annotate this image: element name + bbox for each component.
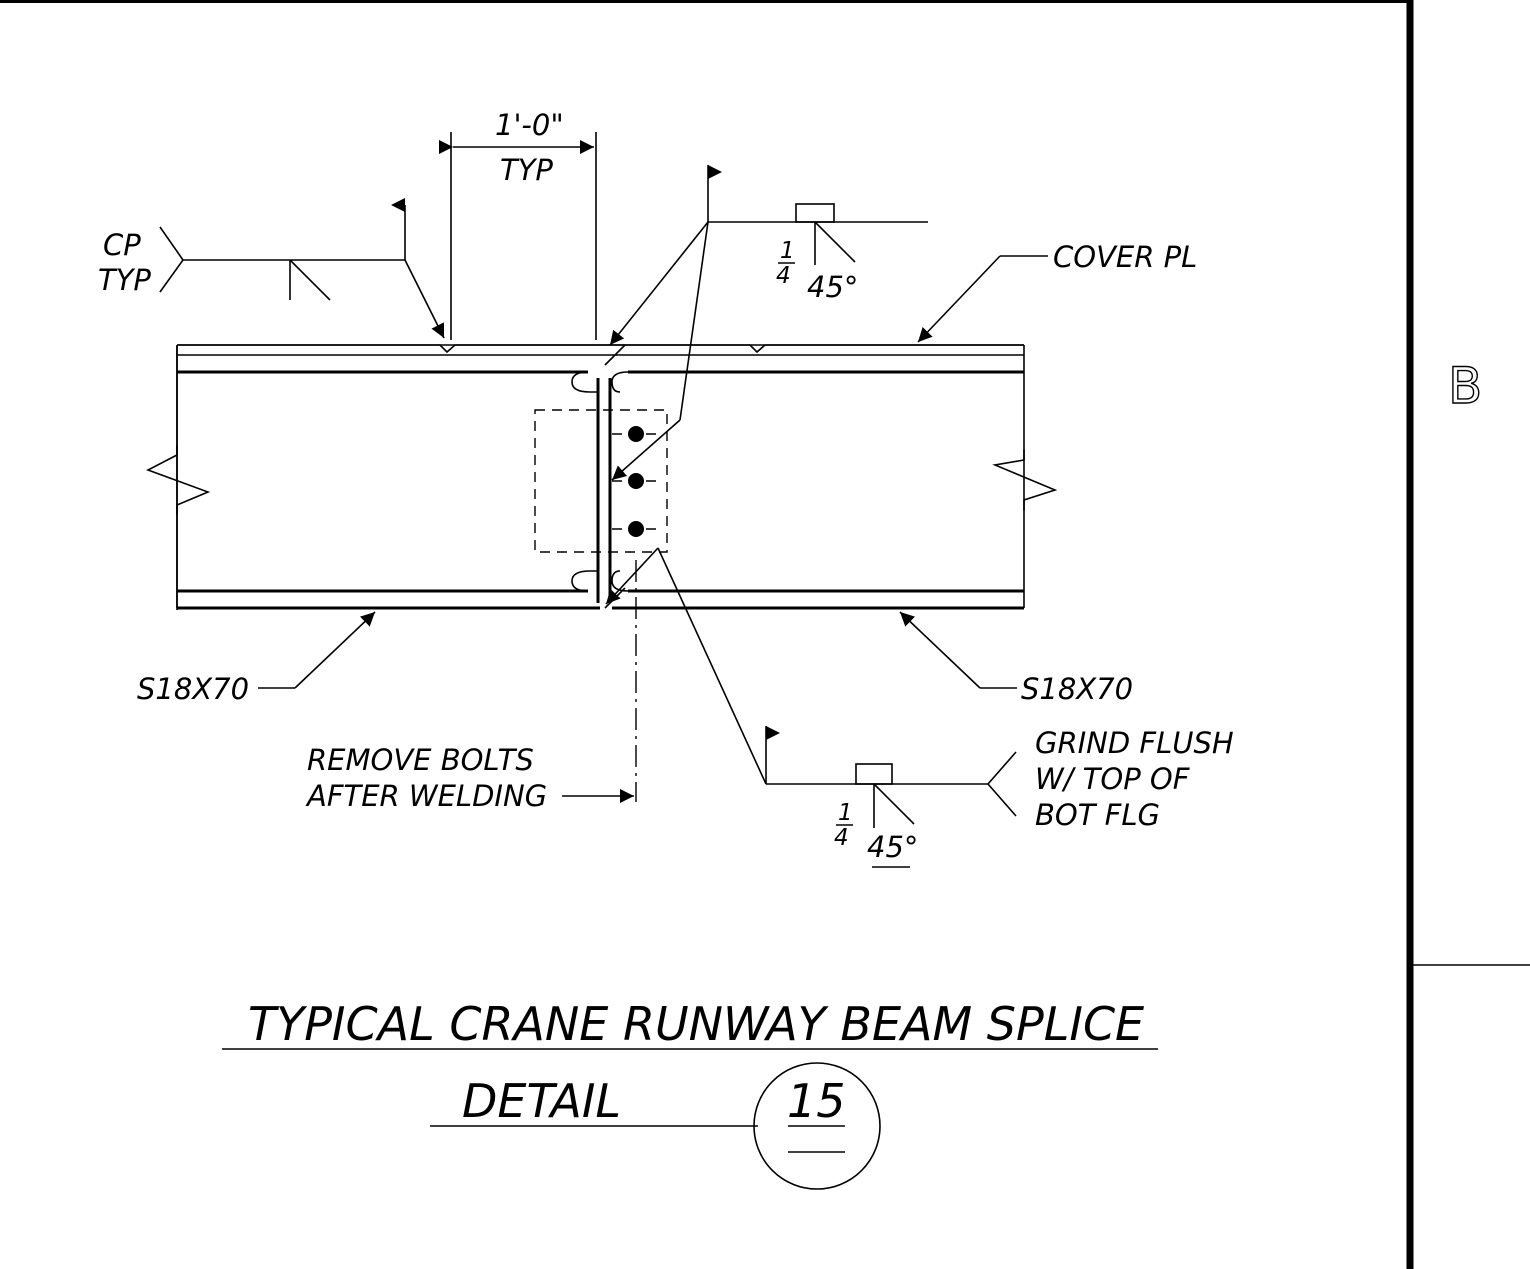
dimension-length-label: 1'-0" — [495, 108, 564, 142]
bolt — [628, 473, 644, 489]
grind-line3: BOT FLG — [1035, 798, 1160, 832]
remove-bolts-line2: AFTER WELDING — [305, 779, 547, 813]
weld-angle-top: 45° — [807, 270, 858, 304]
cp-label: CP — [103, 228, 141, 262]
cp-typ-label: TYP — [98, 263, 151, 297]
beam-callout-left: S18X70 — [137, 611, 376, 706]
cover-plate — [177, 344, 1024, 354]
grind-line1: GRIND FLUSH — [1035, 726, 1234, 760]
weld-angle-bottom: 45° — [867, 830, 918, 864]
dimension-typ: 1'-0" TYP — [439, 108, 597, 340]
remove-bolts-callout: REMOVE BOLTS AFTER WELDING — [305, 743, 634, 813]
detail-number: 15 — [787, 1074, 846, 1128]
title-line2: DETAIL — [462, 1074, 621, 1128]
beam-callout-right: S18X70 — [899, 611, 1133, 706]
cover-plate-label: COVER PL — [1053, 240, 1197, 274]
dimension-typ-label: TYP — [500, 153, 553, 187]
weld-size-bot-num: 1 — [838, 800, 853, 826]
weld-size-top-num: 1 — [780, 238, 795, 264]
beam-right — [604, 344, 1058, 610]
beam-left — [146, 344, 612, 610]
title-line1: TYPICAL CRANE RUNWAY BEAM SPLICE — [248, 997, 1144, 1051]
bolt — [628, 521, 644, 537]
weld-symbol-bottom: 1 4 45° GRIND FLUSH W/ TOP OF BOT FLG — [605, 547, 1234, 868]
weld-symbol-top: 1 4 45° — [609, 165, 928, 481]
cover-plate-callout: COVER PL — [917, 240, 1197, 343]
detail-bubble — [753, 1062, 881, 1190]
detail-title: TYPICAL CRANE RUNWAY BEAM SPLICE DETAIL … — [222, 997, 1158, 1190]
remove-bolts-line1: REMOVE BOLTS — [307, 743, 534, 777]
bolts — [612, 426, 660, 537]
section-letter: B — [1448, 357, 1482, 415]
weld-symbol-cp: CP TYP — [98, 198, 445, 339]
beam-right-label: S18X70 — [1021, 672, 1133, 706]
bolt — [628, 426, 644, 442]
weld-size-bot-den: 4 — [834, 825, 849, 851]
beam-left-label: S18X70 — [137, 672, 249, 706]
grind-line2: W/ TOP OF — [1035, 762, 1191, 796]
weld-size-top-den: 4 — [776, 263, 791, 289]
splice-plate — [534, 409, 668, 553]
